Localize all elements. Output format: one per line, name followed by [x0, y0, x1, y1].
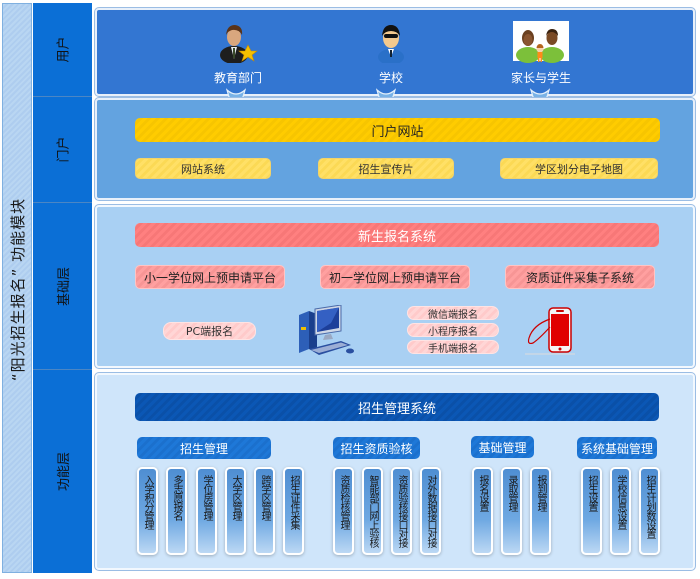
miniprogram-registration: 小程序报名 — [407, 323, 499, 338]
func-main-label: 招生管理系统 — [357, 401, 436, 417]
portal-sub-website: 网站系统 — [135, 158, 271, 179]
outer-title: “阳光招生报名” 功能模块 — [9, 197, 28, 381]
func-item-label: 录取管理 — [506, 475, 517, 511]
mobile-registration-label: 小程序报名 — [428, 326, 478, 338]
func-item: 学校信息设置 — [610, 467, 631, 555]
desktop-computer-icon — [299, 305, 354, 355]
phone-registration: 手机端报名 — [407, 340, 499, 355]
base-sub-label: 初一学位网上预申请平台 — [328, 270, 461, 285]
func-item: 入学积分管理 — [137, 467, 158, 555]
user-education-dept: 教育部门 — [178, 17, 298, 86]
layer-label-text: 用户 — [56, 36, 72, 63]
func-item: 对外数据接口对接 — [420, 467, 441, 555]
layer-label-user: 用户 — [33, 3, 92, 97]
func-item-label: 大学区管理 — [230, 475, 241, 520]
func-item-label: 学位房管理 — [201, 475, 212, 520]
portal-sub-map: 学区划分电子地图 — [500, 158, 658, 179]
base-sub-certificate: 资质证件采集子系统 — [505, 265, 655, 289]
func-group-title: 系统基础管理 — [580, 441, 653, 456]
func-item-label: 招生证件采集 — [288, 475, 299, 529]
layer-label-function: 功能层 — [33, 370, 92, 573]
layer-label-text: 基础层 — [56, 266, 72, 306]
func-item: 智能部门网上验核 — [362, 467, 383, 555]
func-item: 多志愿报名 — [166, 467, 187, 555]
func-item-label: 招生计划数设置 — [644, 475, 655, 538]
portal-main-bar: 门户网站 — [135, 118, 660, 142]
func-item: 招生设置 — [581, 467, 602, 555]
layer-label-portal: 门户 — [33, 97, 92, 203]
func-item: 学位房管理 — [196, 467, 217, 555]
portal-layer-panel — [95, 98, 695, 200]
func-item-label: 多志愿报名 — [171, 475, 182, 520]
func-group-enrollment: 招生管理 — [137, 437, 271, 459]
official-person-icon — [220, 25, 258, 64]
base-sub-junior: 初一学位网上预申请平台 — [320, 265, 470, 289]
mobile-registration-label: 手机端报名 — [428, 343, 478, 355]
func-item: 资质验核接口对接 — [391, 467, 412, 555]
func-group-title: 招生资质验核 — [340, 441, 413, 456]
layer-label-text: 功能层 — [56, 451, 72, 492]
func-item: 大学区管理 — [225, 467, 246, 555]
func-item-label: 跨学区管理 — [259, 475, 270, 520]
wechat-registration: 微信端报名 — [407, 306, 499, 321]
base-main-bar: 新生报名系统 — [135, 223, 659, 247]
layer-label-base: 基础层 — [33, 203, 92, 370]
layer-label-text: 门户 — [56, 136, 72, 163]
func-group-title: 基础管理 — [478, 440, 527, 455]
func-item-label: 招生设置 — [586, 475, 597, 511]
func-item: 跨学区管理 — [254, 467, 275, 555]
func-item-label: 资质验核接口对接 — [396, 475, 407, 547]
pc-registration-label: PC端报名 — [185, 325, 234, 338]
mobile-phone-icon — [525, 307, 575, 355]
portal-sub-promo: 招生宣传片 — [318, 158, 454, 179]
func-item-label: 入学积分管理 — [142, 475, 153, 529]
func-item: 录取管理 — [501, 467, 522, 555]
func-item: 资质检核管理 — [333, 467, 354, 555]
user-parents-students: 家长与学生 — [481, 21, 601, 86]
func-group-basic: 基础管理 — [471, 436, 534, 458]
base-sub-primary: 小一学位网上预申请平台 — [135, 265, 285, 289]
func-item-label: 报名设置 — [477, 475, 488, 511]
portal-sub-label: 学区划分电子地图 — [535, 162, 623, 176]
school-person-icon — [378, 25, 404, 65]
func-group-qualification: 招生资质验核 — [333, 437, 420, 459]
func-main-bar: 招生管理系统 — [135, 393, 659, 421]
base-sub-label: 小一学位网上预申请平台 — [143, 270, 276, 285]
base-main-label: 新生报名系统 — [357, 229, 436, 245]
func-item: 报名设置 — [472, 467, 493, 555]
user-label: 教育部门 — [213, 71, 262, 85]
parents-student-icon — [513, 21, 569, 63]
func-item: 招生计划数设置 — [639, 467, 660, 555]
func-item: 报到管理 — [530, 467, 551, 555]
func-item-label: 对外数据接口对接 — [425, 475, 436, 547]
func-item-label: 学校信息设置 — [615, 475, 626, 529]
user-label: 家长与学生 — [510, 71, 571, 85]
func-item: 招生证件采集 — [283, 467, 304, 555]
user-school: 学校 — [331, 17, 451, 86]
portal-sub-label: 网站系统 — [181, 162, 225, 176]
func-group-title: 招生管理 — [179, 441, 228, 456]
portal-main-label: 门户网站 — [371, 124, 424, 140]
base-sub-label: 资质证件采集子系统 — [525, 270, 634, 285]
func-item-label: 智能部门网上验核 — [367, 475, 378, 547]
portal-sub-label: 招生宣传片 — [358, 162, 414, 176]
mobile-registration-label: 微信端报名 — [428, 309, 478, 321]
func-item-label: 资质检核管理 — [338, 475, 349, 529]
pc-registration: PC端报名 — [163, 322, 256, 340]
outer-title-column: “阳光招生报名” 功能模块 — [2, 3, 32, 573]
user-label: 学校 — [378, 71, 403, 85]
func-item-label: 报到管理 — [535, 475, 546, 511]
func-group-system: 系统基础管理 — [577, 437, 657, 459]
